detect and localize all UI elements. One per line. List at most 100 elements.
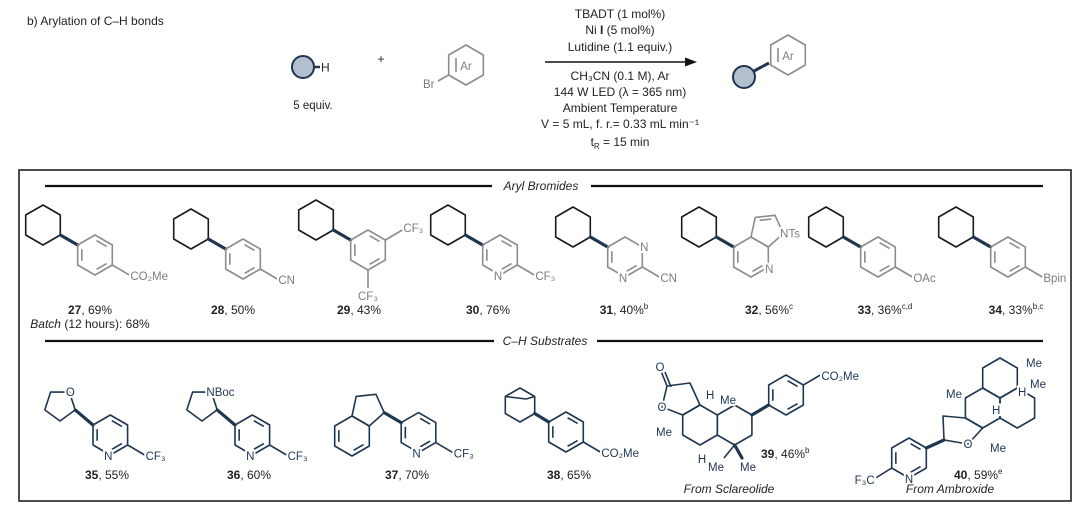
wedge-bond — [750, 403, 771, 417]
bond-line — [664, 371, 672, 388]
aryl-ring — [732, 236, 770, 278]
bond-line — [525, 395, 535, 400]
bond-line — [894, 266, 913, 278]
cyclohexane-ring — [297, 199, 335, 241]
double-bond-line — [369, 235, 380, 243]
substituent-label: CF₃ — [535, 271, 555, 283]
bond-line — [1024, 266, 1043, 278]
cyclohexane-ring — [429, 204, 467, 246]
oxygen-label: O — [66, 387, 75, 399]
bond-line — [582, 441, 601, 453]
cyclohexane-ring — [981, 357, 1019, 399]
double-bond-line — [111, 442, 123, 450]
benzene-ring — [333, 415, 371, 457]
bond-line — [516, 264, 535, 276]
substituent-label: CF₃ — [454, 449, 474, 461]
wedge-bond — [924, 438, 946, 450]
hydrogen-label: H — [698, 454, 706, 466]
compound-label: 29, 43% — [337, 303, 381, 317]
methyl-label: Me — [708, 462, 724, 474]
bond-line — [660, 370, 668, 387]
scheme-title: b) Arylation of C–H bonds — [27, 14, 164, 28]
double-bond-line — [369, 257, 380, 265]
condition-flow: V = 5 mL, f. r.= 0.33 mL min⁻¹ — [541, 117, 699, 131]
reagent-equiv: 5 equiv. — [293, 100, 332, 112]
benzene-ring — [547, 411, 585, 453]
cyclohexane-ring — [999, 387, 1036, 429]
double-bond-line — [759, 218, 772, 222]
hydrogen-label: H — [706, 390, 714, 402]
pyridine-ring — [234, 414, 271, 456]
tetrahydrofuran-ring — [43, 391, 76, 422]
double-bond-line — [1009, 242, 1020, 250]
bond-line — [111, 264, 130, 276]
compound-label: 36, 60% — [227, 468, 271, 482]
pyrrole-ring — [750, 214, 785, 248]
nitrogen-label: N — [412, 449, 420, 461]
nitrogen-label: N — [765, 264, 773, 276]
nitrogen-label: N — [905, 474, 913, 486]
double-bond-line — [879, 264, 890, 272]
cyclohexane-ring — [937, 206, 975, 248]
substituent-label: CF₃ — [288, 451, 308, 463]
double-bond-line — [253, 420, 265, 428]
methyl-label: Me — [1030, 379, 1046, 391]
aryl-bond — [206, 237, 228, 251]
section-ch-substrates: C–H Substrates — [503, 334, 588, 348]
batch-note: Batch (12 hours): 68% — [30, 317, 150, 331]
decalin-ring — [681, 404, 719, 446]
substituent-label: CF₃ — [146, 451, 166, 463]
aryl-ring — [349, 229, 387, 271]
condition-solvent: CH₃CN (0.1 M), Ar — [571, 69, 670, 83]
tetrahydrofuran-ring — [942, 415, 984, 445]
aryl-ring — [859, 236, 897, 278]
bond-line — [259, 268, 278, 280]
bromide-ar-label: Ar — [460, 61, 472, 73]
double-bond-line — [910, 465, 921, 473]
double-bond-line — [910, 443, 921, 451]
bond-line — [384, 229, 403, 241]
double-bond-line — [353, 443, 364, 451]
substituent-label: CN — [278, 275, 295, 287]
condition-base: Lutidine (1.1 equiv.) — [568, 40, 673, 54]
aryl-bond — [331, 228, 353, 242]
substituent-label: CN — [660, 273, 677, 285]
compound-label: 35, 55% — [85, 468, 129, 482]
decalin-ring — [716, 404, 753, 446]
double-bond-line — [96, 240, 107, 248]
aryl-bond — [714, 235, 736, 249]
double-bond-line — [567, 439, 578, 447]
bond-line — [802, 374, 821, 386]
double-bond-line — [96, 262, 107, 270]
double-bond-line — [244, 244, 255, 252]
c-br-bond — [437, 74, 450, 82]
double-bond-line — [1009, 264, 1020, 272]
product-aryl-ring — [769, 34, 807, 76]
double-bond-line — [501, 262, 512, 270]
plus-sign: + — [377, 52, 384, 66]
bond-line — [875, 467, 893, 479]
double-bond-line — [787, 380, 798, 388]
compound-label: 40, 59%e — [954, 467, 1003, 482]
substituent-label: F₃C — [855, 475, 875, 487]
aryl-bond — [841, 235, 863, 249]
bond-line — [505, 395, 527, 400]
compound-label: 31, 40%b — [600, 302, 649, 317]
cyclohexane-ring — [554, 206, 592, 248]
double-bond-line — [253, 442, 265, 450]
pyridine-ring — [92, 414, 129, 456]
pyridine-ring — [890, 437, 928, 479]
benzene-ring — [767, 374, 805, 416]
substituent-label: OAc — [913, 273, 936, 285]
cyclohexane-ring — [24, 204, 62, 246]
double-bond-line — [111, 420, 123, 428]
aryl-bond — [588, 235, 610, 249]
substituent-label: NTs — [780, 229, 800, 241]
substituent-label: CF₃ — [358, 291, 378, 303]
product-bond — [753, 61, 770, 73]
bond-line — [732, 443, 744, 460]
cyclohexane-ring — [680, 206, 718, 248]
norbornane-ring — [504, 387, 536, 423]
substituent-label: CO₂Me — [130, 271, 168, 283]
